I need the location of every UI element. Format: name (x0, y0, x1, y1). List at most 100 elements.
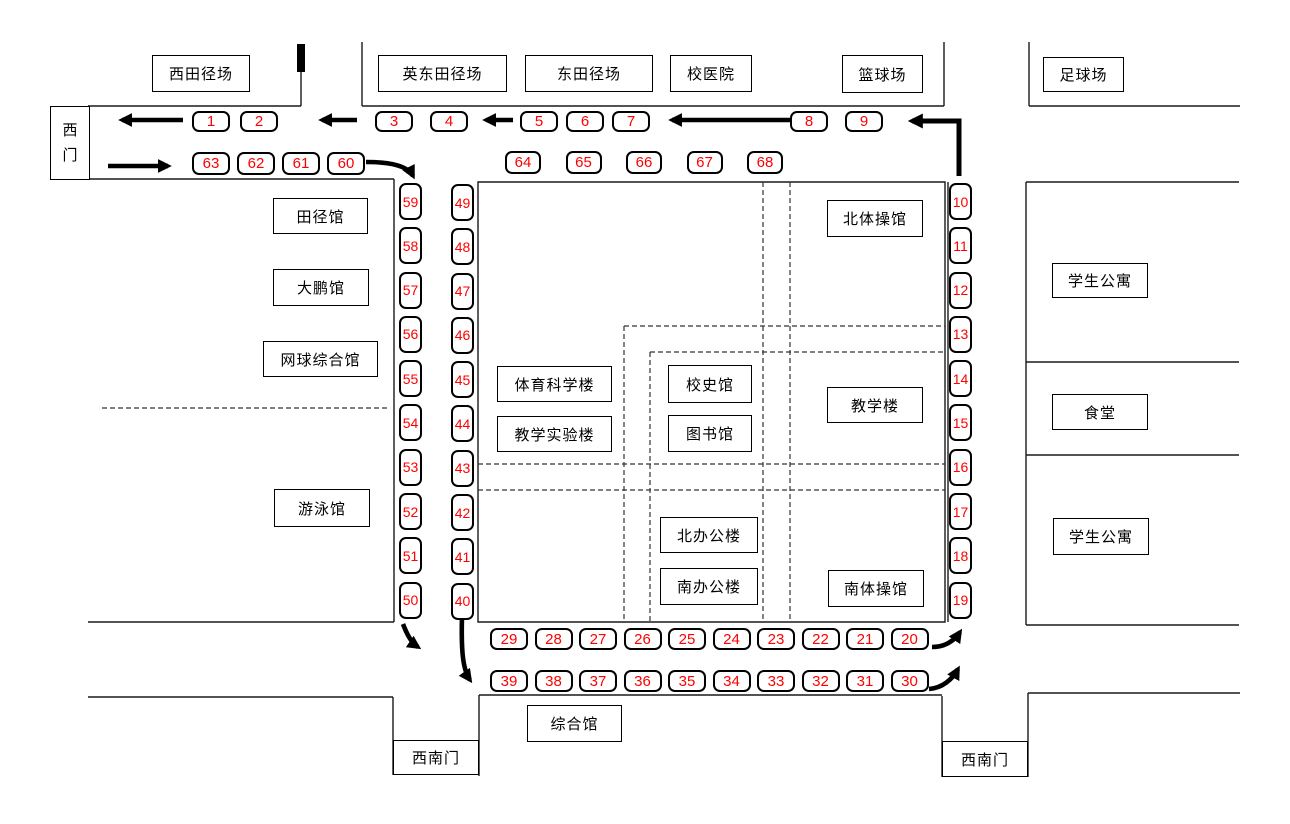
venue-yingdong-track: 英东田径场 (378, 55, 507, 92)
route-marker-36: 36 (623, 670, 662, 692)
route-marker-38: 38 (534, 670, 573, 692)
route-marker-37: 37 (579, 670, 617, 692)
route-marker-52: 52 (399, 493, 422, 531)
route-marker-57: 57 (399, 271, 422, 309)
route-marker-18: 18 (949, 537, 972, 575)
venue-southwest-gate-left: 西南门 (393, 740, 479, 775)
route-marker-66: 66 (626, 151, 662, 174)
route-marker-55: 55 (399, 360, 422, 398)
route-marker-11: 11 (949, 227, 972, 265)
route-marker-22: 22 (801, 628, 840, 650)
venue-southwest-gate-right: 西南门 (942, 741, 1028, 777)
route-marker-60: 60 (327, 152, 365, 175)
markers-row-64-68: 64 65 66 67 68 (505, 151, 783, 174)
route-marker-24: 24 (712, 628, 751, 650)
arrow-curve-after-20 (931, 628, 963, 650)
route-marker-51: 51 (399, 537, 422, 575)
route-marker-54: 54 (399, 404, 422, 442)
route-marker-30: 30 (890, 670, 929, 692)
route-marker-7: 7 (612, 111, 650, 132)
venue-complex-hall: 综合馆 (527, 705, 622, 742)
venue-dapeng-hall: 大鹏馆 (273, 269, 369, 306)
venue-teaching-bldg: 教学楼 (827, 387, 923, 423)
route-marker-59: 59 (399, 183, 422, 220)
campus-boundary (88, 42, 1240, 777)
venue-basketball: 篮球场 (842, 55, 923, 93)
route-marker-63: 63 (192, 152, 230, 175)
route-marker-8: 8 (790, 111, 828, 132)
venue-canteen: 食堂 (1052, 394, 1148, 430)
route-marker-33: 33 (757, 670, 795, 692)
venue-south-gym: 南体操馆 (828, 570, 924, 607)
route-marker-56: 56 (399, 315, 422, 353)
route-marker-62: 62 (237, 152, 275, 175)
arrow-elbow-to-9 (907, 113, 962, 176)
route-marker-10: 10 (949, 183, 972, 220)
venue-sports-science: 体育科学楼 (497, 366, 612, 402)
route-marker-6: 6 (566, 111, 604, 132)
route-marker-25: 25 (668, 628, 706, 650)
route-marker-16: 16 (949, 448, 972, 486)
route-marker-39: 39 (490, 670, 528, 692)
venue-north-gym: 北体操馆 (827, 200, 923, 237)
route-marker-15: 15 (949, 404, 972, 442)
route-marker-68: 68 (747, 151, 783, 174)
venue-east-track: 东田径场 (525, 55, 653, 92)
venue-history-hall: 校史馆 (668, 365, 752, 403)
route-marker-23: 23 (757, 628, 795, 650)
route-marker-40: 40 (451, 582, 474, 620)
venue-swimming-hall: 游泳馆 (274, 489, 370, 527)
route-marker-47: 47 (451, 272, 474, 310)
venue-track-hall: 田径馆 (273, 198, 368, 234)
route-marker-46: 46 (451, 316, 474, 354)
route-marker-64: 64 (505, 151, 541, 174)
route-marker-27: 27 (579, 628, 617, 650)
route-marker-19: 19 (949, 581, 972, 619)
route-marker-67: 67 (686, 151, 723, 174)
route-marker-49: 49 (451, 184, 474, 221)
route-marker-48: 48 (451, 228, 474, 266)
route-marker-12: 12 (949, 271, 972, 309)
route-marker-32: 32 (801, 670, 840, 692)
venue-clinic: 校医院 (670, 55, 752, 92)
venue-south-office: 南办公楼 (660, 568, 758, 605)
markers-row-63-60: 63 62 61 60 (192, 152, 365, 175)
route-arrows (108, 113, 963, 692)
route-marker-45: 45 (451, 361, 474, 399)
route-marker-34: 34 (712, 670, 751, 692)
route-marker-65: 65 (565, 151, 602, 174)
route-marker-61: 61 (282, 152, 320, 175)
route-marker-2: 2 (240, 111, 278, 132)
venue-north-office: 北办公楼 (660, 517, 758, 553)
route-marker-58: 58 (399, 227, 422, 265)
venue-tennis-complex: 网球综合馆 (263, 341, 378, 377)
route-marker-20: 20 (890, 628, 929, 650)
venue-teaching-lab: 教学实验楼 (497, 416, 612, 452)
venue-dorm-south: 学生公寓 (1053, 518, 1149, 555)
route-marker-5: 5 (520, 111, 558, 132)
arrow-curve-below-50 (400, 623, 422, 650)
route-marker-1: 1 (192, 111, 230, 132)
venue-football: 足球场 (1043, 57, 1124, 92)
route-marker-43: 43 (451, 449, 474, 487)
arrow-curve-60-59 (365, 159, 416, 180)
venue-library: 图书馆 (668, 415, 752, 452)
route-marker-42: 42 (451, 494, 474, 532)
route-marker-28: 28 (534, 628, 573, 650)
route-marker-3: 3 (375, 111, 413, 132)
gate-tick-bar (297, 44, 305, 72)
route-marker-17: 17 (949, 493, 972, 531)
route-marker-44: 44 (451, 405, 474, 443)
arrow-curve-after-30 (928, 665, 961, 692)
route-marker-21: 21 (846, 628, 884, 650)
route-marker-4: 4 (430, 111, 468, 132)
